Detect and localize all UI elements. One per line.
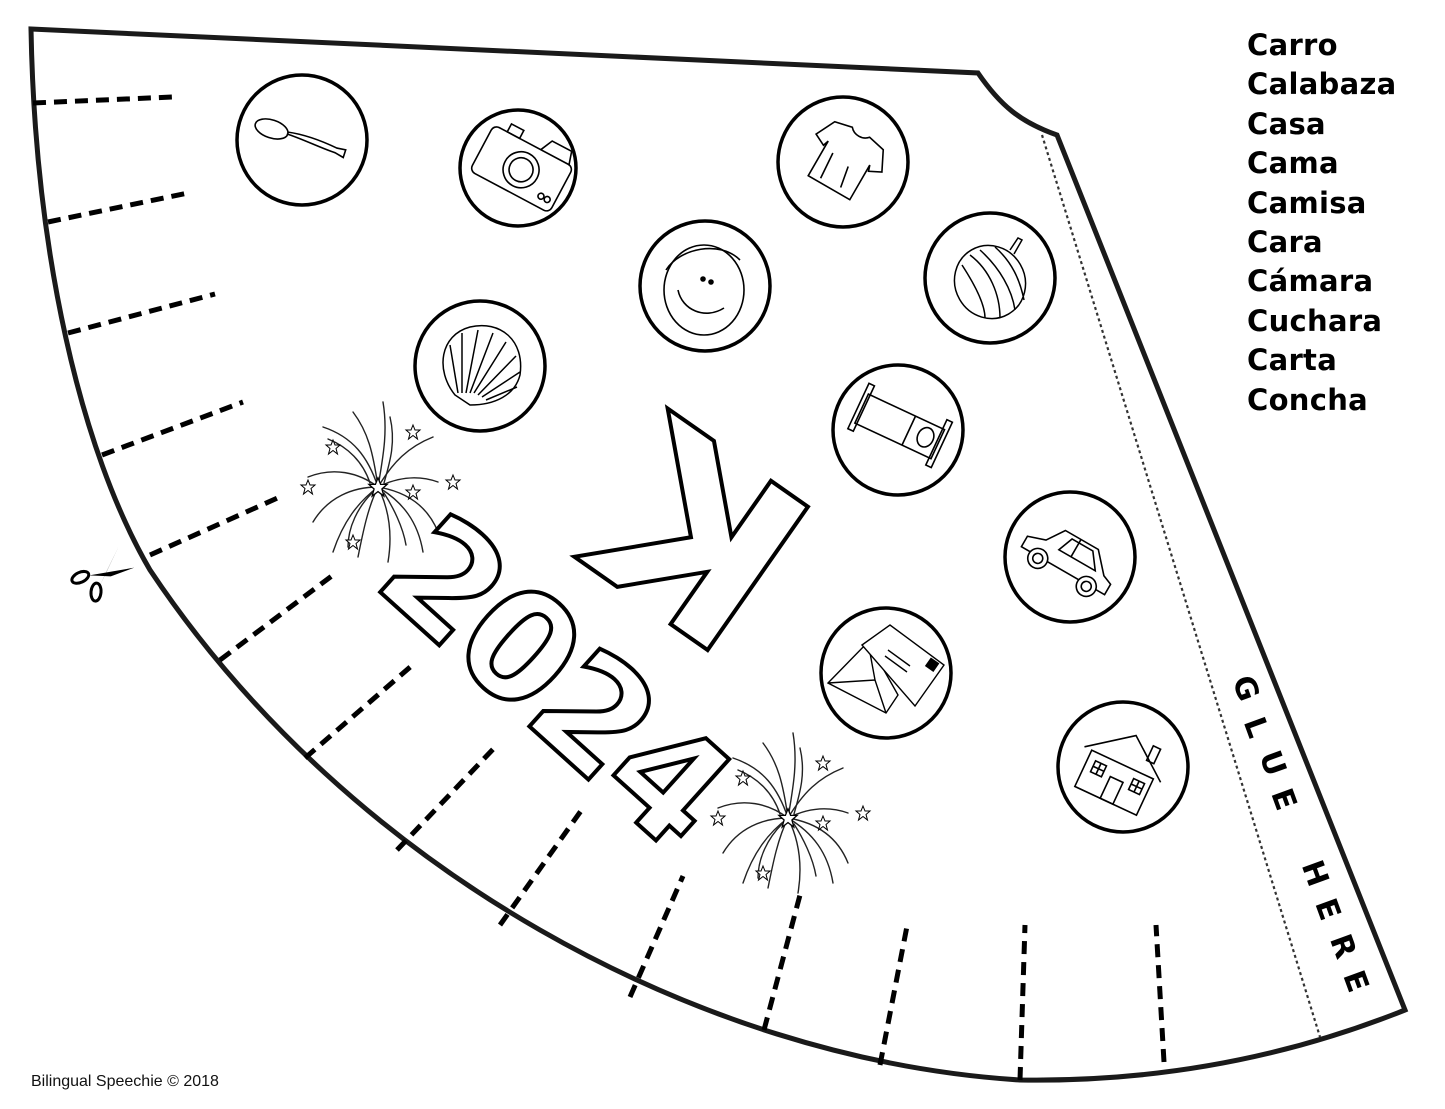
- envelope-icon: [826, 624, 945, 714]
- word-item: Casa: [1247, 106, 1326, 141]
- spoon-icon: [254, 118, 347, 159]
- picture-face: [638, 219, 772, 353]
- word-item: Calabaza: [1247, 67, 1397, 102]
- word-item: Cara: [1247, 225, 1323, 260]
- bed-icon: [846, 382, 954, 469]
- car-icon: [1020, 529, 1112, 598]
- word-list: Carro Calabaza Casa Cama Camisa Cara Cám…: [1247, 26, 1397, 420]
- face-icon: [663, 244, 745, 336]
- word-item: Cama: [1247, 146, 1339, 181]
- hat-outline: [28, 26, 1409, 1083]
- picture-shirt: [776, 95, 910, 229]
- picture-car: [1003, 490, 1137, 624]
- picture-bed: [831, 363, 965, 497]
- glue-fold-line: [1040, 134, 1322, 1038]
- picture-house: [1056, 700, 1190, 834]
- cut-lines: [32, 94, 1167, 1081]
- picture-camera: [458, 108, 578, 228]
- picture-pumpkin: [923, 211, 1057, 345]
- scissors-icon: [70, 546, 135, 603]
- picture-circles: [235, 73, 1190, 834]
- pumpkin-icon: [953, 237, 1027, 320]
- word-item: Cámara: [1247, 264, 1374, 299]
- word-item: Camisa: [1247, 185, 1367, 220]
- camera-icon: [470, 122, 573, 212]
- word-item: Carta: [1247, 343, 1338, 378]
- picture-spoon: [235, 73, 369, 207]
- picture-letter: [819, 606, 953, 740]
- word-item: Carro: [1247, 28, 1338, 62]
- word-item: Cuchara: [1247, 303, 1383, 338]
- copyright-footer: Bilingual Speechie © 2018: [31, 1073, 219, 1090]
- house-icon: [1073, 734, 1162, 817]
- word-item: Concha: [1247, 382, 1369, 417]
- shirt-icon: [807, 120, 885, 201]
- shell-icon: [442, 324, 522, 406]
- picture-shell: [413, 299, 547, 433]
